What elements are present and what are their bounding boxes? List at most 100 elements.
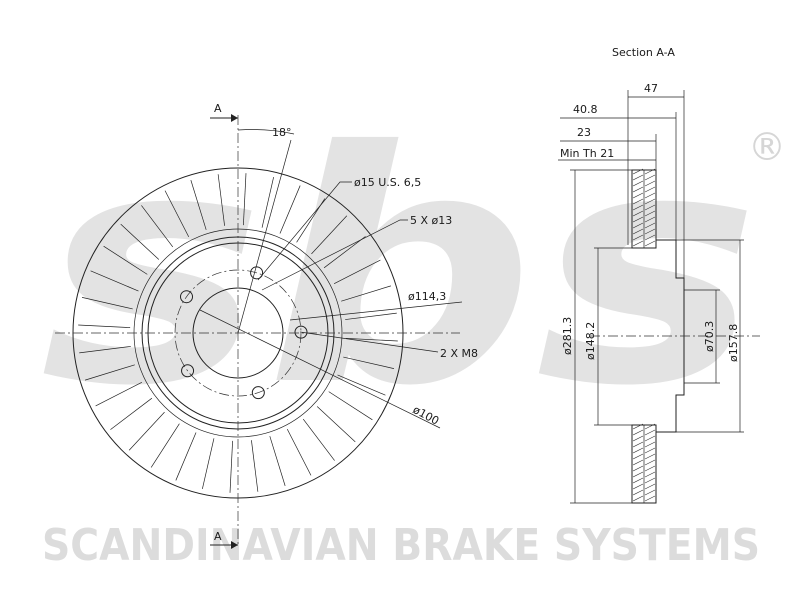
hatch-line	[632, 489, 644, 496]
angle-ref-line	[237, 139, 292, 334]
cooling-vane	[190, 179, 207, 230]
cooling-vane	[302, 418, 335, 461]
cooling-vane	[343, 356, 395, 369]
angle-arc	[237, 129, 295, 135]
hatch-line	[632, 186, 644, 193]
cooling-vane	[341, 285, 392, 302]
callout-threads: 2 X M8	[440, 347, 478, 360]
hatch-line	[632, 168, 644, 175]
cooling-vane	[279, 185, 301, 234]
cooling-vane	[251, 440, 259, 492]
dim-hat-diameter: ø148.2	[584, 322, 597, 360]
dim-hat-depth: 40.8	[573, 103, 598, 116]
cooling-vane	[120, 223, 160, 260]
cooling-vane	[81, 297, 133, 310]
cooling-vane	[286, 428, 312, 476]
bolt-holes	[180, 266, 308, 400]
leader-hub	[199, 309, 441, 429]
hatch-line	[632, 192, 644, 199]
cooling-vane	[269, 436, 286, 487]
angle-label: 18°	[272, 126, 292, 139]
front-view: A A 18° ø15 U.S. 6,5 5 X ø13 ø114,3 2 X …	[55, 102, 478, 549]
hatch-line	[632, 198, 644, 205]
hatch-line	[644, 168, 656, 175]
hatch-line	[632, 234, 644, 241]
dim-thickness: 23	[577, 126, 591, 139]
hatch-line	[644, 423, 656, 430]
hatch-line	[632, 495, 644, 502]
hatch-line	[632, 180, 644, 187]
hatch-line	[644, 489, 656, 496]
hatch-line	[632, 471, 644, 478]
hatch-line	[644, 465, 656, 472]
cooling-vane	[243, 173, 247, 226]
hat-profile-upper	[656, 239, 685, 290]
dim-min-thickness: Min Th 21	[560, 147, 614, 160]
cooling-vane	[328, 391, 373, 421]
cooling-vane	[229, 440, 233, 493]
hatch-line	[644, 495, 656, 502]
cooling-vane	[164, 190, 190, 238]
bolt-hole	[180, 290, 194, 304]
hatch-line	[644, 186, 656, 193]
leader-threads	[299, 331, 439, 353]
hatch-line	[644, 240, 656, 247]
leader-pcd	[289, 301, 463, 321]
hatch-line	[632, 222, 644, 229]
cooling-vane	[261, 176, 274, 228]
bolt-hole	[294, 325, 308, 339]
hatch-line	[632, 174, 644, 181]
cooling-vane	[337, 374, 386, 396]
hat-profile-lower	[656, 383, 685, 433]
hatch-line	[632, 204, 644, 211]
hatch-line	[632, 429, 644, 436]
bolt-hole	[181, 364, 195, 378]
hatch-line	[644, 228, 656, 235]
section-label-bottom: A	[214, 530, 222, 543]
bolt-hole	[250, 266, 264, 280]
dim-center-bore: ø70.3	[703, 321, 716, 352]
hatch-line	[644, 441, 656, 448]
hatch-line	[644, 180, 656, 187]
cooling-vane	[202, 438, 215, 490]
hatch-line	[644, 216, 656, 223]
hatch-line	[632, 465, 644, 472]
hatch-line	[632, 240, 644, 247]
hatch-line	[644, 453, 656, 460]
hatch-line	[644, 192, 656, 199]
hatch-line	[632, 216, 644, 223]
section-title: Section A-A	[612, 46, 675, 59]
hatch-line	[644, 204, 656, 211]
hatch-line	[632, 423, 644, 430]
logo-watermark: sbs	[40, 84, 760, 456]
hatch-line	[644, 447, 656, 454]
hatch-line	[632, 441, 644, 448]
cooling-vane	[141, 205, 174, 248]
hatch-line	[644, 198, 656, 205]
hub-circle	[192, 287, 284, 379]
hatch-line	[632, 447, 644, 454]
cooling-vane	[175, 432, 197, 481]
cooling-vane	[95, 381, 143, 407]
cooling-vane	[128, 411, 165, 451]
brand-watermark-text: SCANDINAVIAN BRAKE SYSTEMS	[42, 520, 760, 571]
disc-section-profile	[631, 168, 685, 504]
hatch-line	[632, 483, 644, 490]
cooling-vane	[345, 312, 397, 320]
leader-bolt-holes	[261, 219, 408, 291]
pcd-circle	[174, 269, 302, 397]
section-arrow-bottom	[231, 541, 238, 549]
cooling-vane	[78, 324, 131, 328]
leader-hole-15	[257, 181, 352, 281]
cooling-vane	[110, 397, 153, 430]
hatch-line	[632, 435, 644, 442]
cooling-vane	[345, 338, 398, 342]
dim-hat-outer: ø157.8	[727, 324, 740, 362]
hatch-line	[644, 174, 656, 181]
cooling-vane	[323, 236, 366, 269]
cooling-vane	[79, 346, 131, 354]
cooling-vane	[217, 174, 225, 226]
section-arrow-top	[231, 114, 238, 122]
hatch-line	[644, 234, 656, 241]
